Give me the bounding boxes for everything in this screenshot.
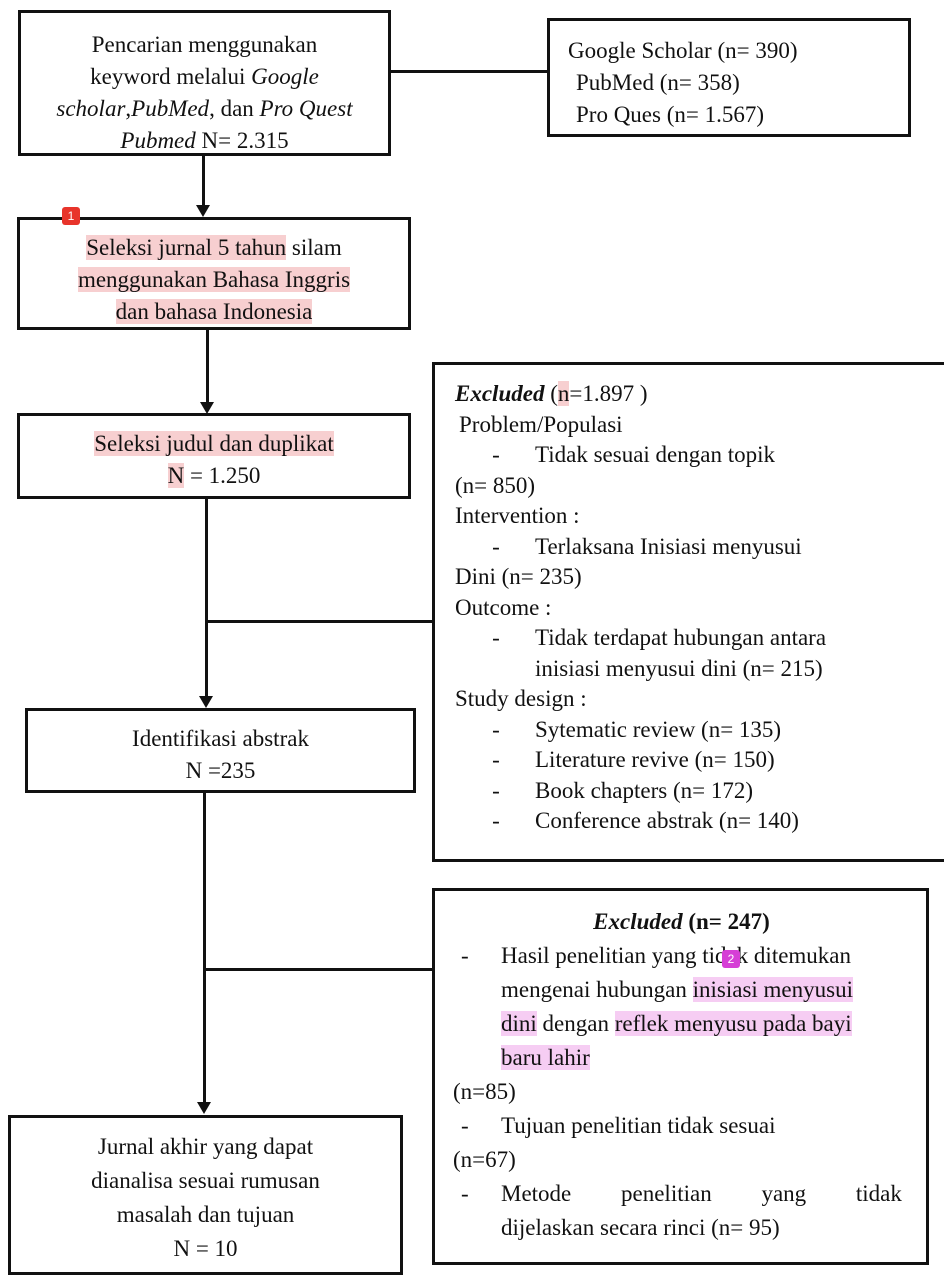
excluded1-outcome-label: Outcome :	[455, 594, 552, 620]
connector-abstract-to-final	[203, 792, 206, 1104]
excluded1-design-item: -Sytematic review (n= 135)	[492, 716, 782, 742]
excluded1-header: Excluded (n=1.897 )	[455, 381, 648, 406]
excluded1-design-item: -Book chapters (n= 172)	[492, 777, 754, 803]
excluded1-problem-item: -Tidak sesuai dengan topik	[492, 442, 775, 467]
excluded1-design-item: -Literature revive (n= 150)	[492, 747, 775, 772]
connector-to-excluded1	[205, 620, 433, 623]
excluded1-intervention-item: -Terlaksana Inisiasi menyusui	[492, 533, 802, 559]
excluded2-header: Excluded (n= 247)	[593, 909, 770, 934]
excluded1-intervention-label: Intervention :	[455, 503, 580, 528]
search-box: Pencarian menggunakan keyword melalui Go…	[18, 10, 391, 156]
search-line-3: scholar,PubMed, dan Pro Quest	[56, 96, 353, 121]
final-line-4: N = 10	[173, 1236, 238, 1261]
search-line-2: keyword melalui Google	[90, 64, 319, 89]
excluded2-item-a-count: (n=85)	[453, 1079, 516, 1104]
excluded1-design-label: Study design :	[455, 686, 587, 711]
annotation-marker-1[interactable]: 1	[62, 207, 80, 225]
selection-line-1: Seleksi jurnal 5 tahun silam	[86, 235, 342, 260]
excluded1-problem-count: (n= 850)	[455, 472, 536, 498]
connector-title-to-abstract	[205, 498, 208, 698]
selection-box: Seleksi jurnal 5 tahun silam menggunakan…	[17, 217, 411, 330]
title-selection-line-2: N = 1.250	[167, 463, 261, 488]
excluded1-outcome-item: -Tidak terdapat hubungan antara	[492, 625, 827, 650]
excluded2-item-b-count: (n=67)	[453, 1147, 516, 1172]
title-selection-box: Seleksi judul dan duplikat N = 1.250	[17, 413, 411, 499]
excluded2-item-a: - Hasil penelitian yang tidak ditemukan …	[461, 943, 853, 1070]
excluded1-design-item: -Conference abstrak (n= 140)	[492, 808, 799, 833]
abstract-line-2: N =235	[185, 758, 256, 783]
final-box: Jurnal akhir yang dapat dianalisa sesuai…	[8, 1115, 403, 1275]
abstract-box: Identifikasi abstrak N =235	[25, 708, 416, 793]
title-selection-line-1: Seleksi judul dan duplikat	[94, 431, 334, 456]
search-line-1: Pencarian menggunakan	[91, 32, 318, 57]
source-proquest: Pro Ques (n= 1.567)	[576, 102, 765, 127]
final-line-1: Jurnal akhir yang dapat	[97, 1134, 314, 1159]
abstract-line-1: Identifikasi abstrak	[132, 726, 309, 751]
source-google-scholar: Google Scholar (n= 390)	[568, 38, 798, 63]
sources-box: Google Scholar (n= 390) PubMed (n= 358) …	[547, 18, 911, 137]
final-line-3: masalah dan tujuan	[116, 1202, 295, 1227]
connector-search-to-sources	[388, 70, 550, 73]
annotation-marker-2[interactable]: 2	[722, 950, 740, 968]
excluded1-outcome-item-cont: inisiasi menyusui dini (n= 215)	[535, 655, 823, 681]
connector-search-to-selection	[202, 155, 205, 207]
arrow-to-title	[200, 402, 214, 414]
selection-line-3: dan bahasa Indonesia	[115, 299, 313, 324]
arrow-to-final	[197, 1102, 211, 1114]
excluded2-item-c: - Metode penelitian yang tidak dijelaska…	[461, 1181, 902, 1240]
source-pubmed: PubMed (n= 358)	[576, 70, 740, 95]
final-line-2: dianalisa sesuai rumusan	[91, 1168, 320, 1193]
arrow-to-selection	[196, 205, 210, 217]
excluded2-item-b: - Tujuan penelitian tidak sesuai	[461, 1113, 776, 1138]
search-line-4: Pubmed N= 2.315	[120, 128, 289, 153]
arrow-to-abstract	[199, 696, 213, 708]
excluded1-problem-label: Problem/Populasi	[459, 411, 623, 437]
connector-to-excluded2	[203, 968, 433, 971]
excluded-box-1: Excluded (n=1.897 ) Problem/Populasi -Ti…	[432, 362, 944, 862]
excluded1-intervention-count: Dini (n= 235)	[455, 564, 582, 589]
excluded-box-2: Excluded (n= 247) - Hasil penelitian yan…	[432, 888, 929, 1265]
connector-selection-to-title	[206, 330, 209, 404]
selection-line-2: menggunakan Bahasa Inggris	[77, 267, 351, 292]
